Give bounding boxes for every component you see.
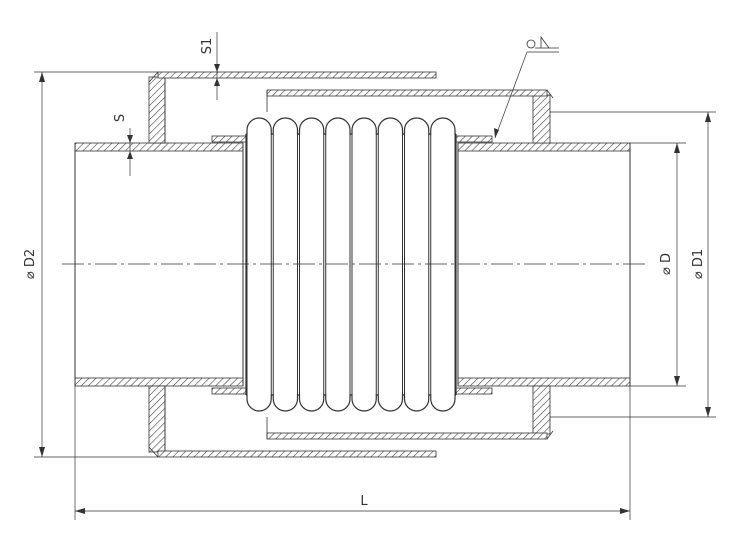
left-flange-bottom (148, 385, 166, 453)
label-s1: S1 (200, 38, 215, 55)
weld-collar-left-top (211, 135, 247, 143)
bellows-convolution-outline (246, 117, 456, 135)
label-s: S (113, 114, 128, 122)
outer-sleeve (148, 71, 437, 458)
bellows (245, 117, 457, 412)
weld-collar-right-top (455, 135, 493, 143)
weld-collar-left-bottom (211, 387, 247, 395)
label-d2: ⌀ D2 (23, 249, 38, 279)
label-l: L (360, 494, 368, 509)
dimension-lines (34, 32, 716, 520)
weld-symbol-icon (526, 35, 559, 49)
label-d1: ⌀ D1 (691, 249, 706, 279)
weld-collar-right-bottom (455, 387, 493, 395)
bellows-convolution-outline (246, 394, 456, 412)
right-flange-top (532, 94, 551, 144)
right-flange-bottom (532, 385, 551, 435)
label-d: ⌀ D (659, 253, 674, 275)
inner-guide-sleeve (266, 89, 554, 440)
left-flange-top (148, 76, 166, 144)
dimension-arrows (39, 64, 711, 514)
left-pipe (74, 142, 244, 387)
right-pipe (457, 142, 631, 387)
